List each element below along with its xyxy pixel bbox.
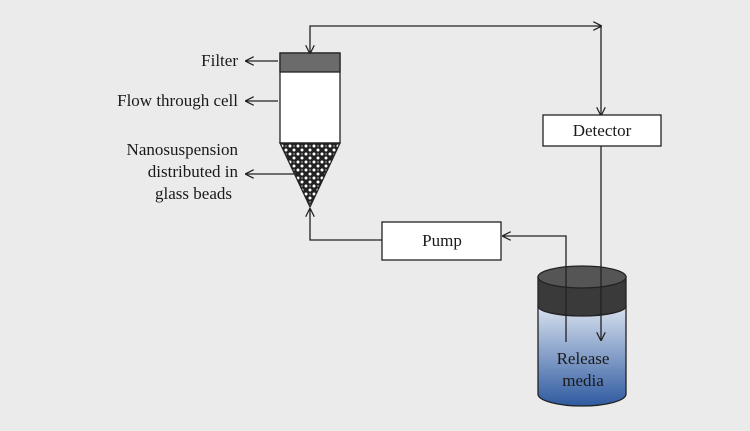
flow-through-cell-label: Flow through cell — [117, 91, 238, 110]
release-media-liquid — [537, 305, 627, 407]
cell-to-detector-line — [310, 26, 601, 53]
nanosuspension-label-line1: Nanosuspension — [127, 140, 239, 159]
pump-box — [381, 221, 502, 261]
pump-label: Pump — [422, 231, 462, 250]
detector-label: Detector — [573, 121, 632, 140]
release-media-label-line2: media — [562, 371, 604, 390]
filter-label: Filter — [201, 51, 238, 70]
jar-lid-top — [537, 265, 627, 289]
release-media-label-line1: Release — [557, 349, 610, 368]
glass-bead-cone — [278, 142, 342, 209]
flow-through-cell — [278, 52, 342, 209]
nanosuspension-label-line3: glass beads — [155, 184, 232, 203]
nanosuspension-label-line2: distributed in — [148, 162, 239, 181]
filter-cap — [279, 52, 341, 73]
release-media-jar — [537, 265, 627, 407]
pump-to-cell-line — [310, 209, 382, 241]
detector-box — [542, 114, 662, 147]
jar-to-pump-line — [503, 236, 567, 342]
